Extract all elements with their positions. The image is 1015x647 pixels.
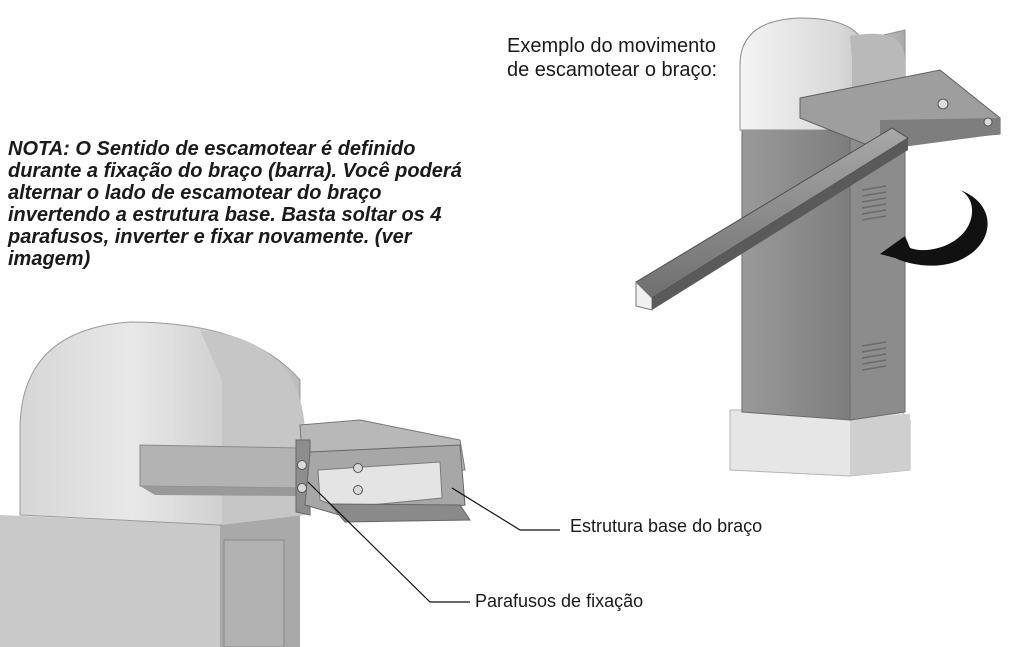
leader-screws (307, 481, 470, 603)
note-text: NOTA: O Sentido de escamotear é definido… (8, 138, 508, 270)
barrier-example (635, 17, 1001, 477)
fixing-screws-label: Parafusos de fixação (475, 591, 644, 611)
closeup-screws (297, 460, 363, 495)
note-line: imagem) (8, 248, 91, 270)
note-line: parafusos, inverter e fixar novamente. (… (8, 226, 412, 248)
rotation-arrow (880, 190, 988, 266)
closeup-body (0, 515, 220, 647)
note-line: alternar o lado de escamotear do braço (8, 182, 382, 204)
example-line: de escamotear o braço: (507, 59, 718, 81)
note-line: NOTA: O Sentido de escamotear é definido (8, 138, 416, 160)
barrier-vents (861, 185, 887, 371)
example-line: Exemplo do movimento (507, 35, 716, 57)
barrier-closeup (0, 321, 560, 647)
note-line: invertendo a estrutura base. Basta solta… (8, 204, 442, 226)
leader-base-structure (451, 487, 560, 531)
example-caption: Exemplo do movimento de escamotear o bra… (507, 34, 717, 82)
base-structure-label: Estrutura base do braço (570, 516, 763, 536)
note-line: durante a fixação do braço (barra). Você… (8, 160, 462, 182)
